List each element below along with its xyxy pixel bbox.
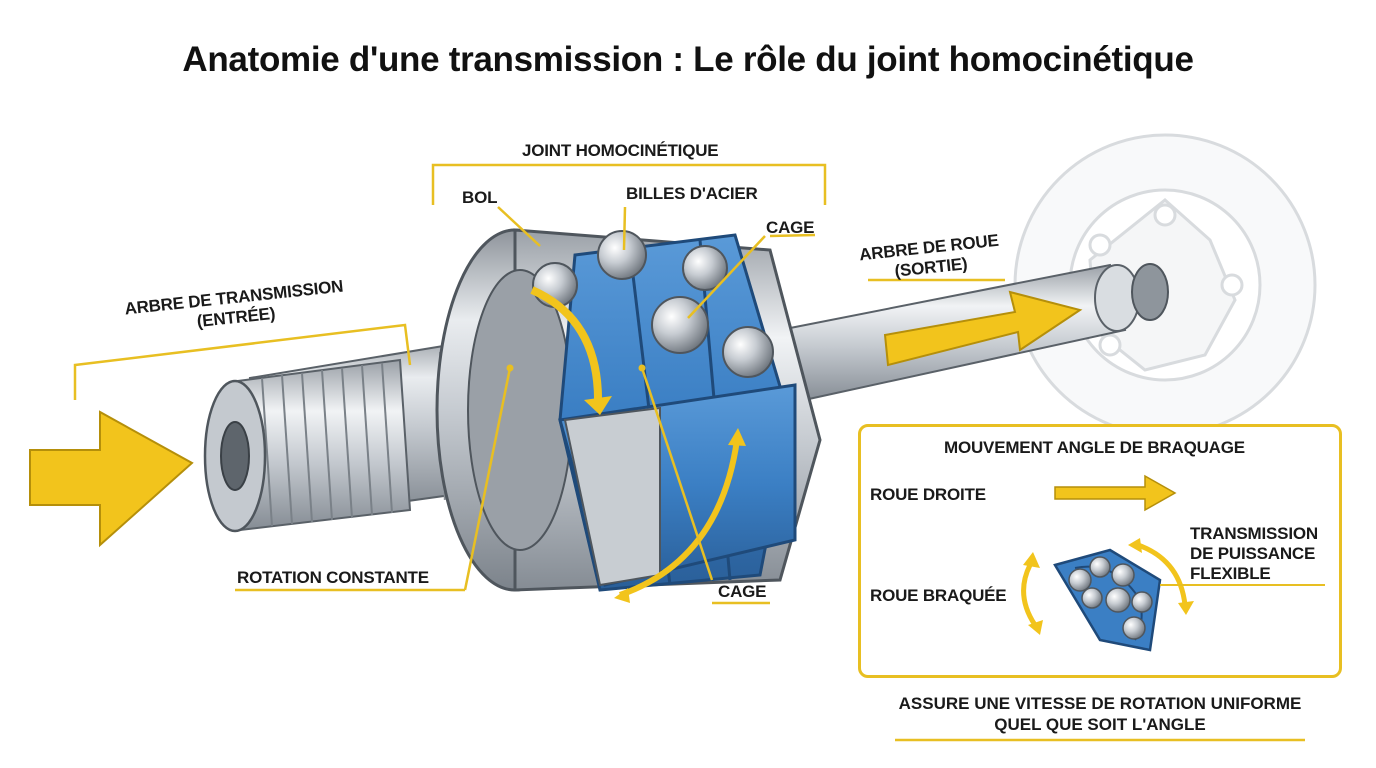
inset-cage-icon [1055, 550, 1160, 650]
footer-line1: ASSURE UNE VITESSE DE ROTATION UNIFORME [880, 693, 1320, 714]
flexible-power-line2: DE PUISSANCE [1190, 544, 1318, 564]
steering-arrow-left-icon [1024, 565, 1035, 625]
flexible-power-line3: FLEXIBLE [1190, 564, 1318, 584]
straight-wheel-label: ROUE DROITE [870, 485, 986, 505]
steered-wheel-label: ROUE BRAQUÉE [870, 586, 1006, 606]
inset-heading: MOUVEMENT ANGLE DE BRAQUAGE [944, 438, 1245, 458]
straight-arrow-icon [1055, 476, 1175, 510]
flexible-power-line1: TRANSMISSION [1190, 524, 1318, 544]
footer-caption: ASSURE UNE VITESSE DE ROTATION UNIFORME … [880, 693, 1320, 735]
footer-line2: QUEL QUE SOIT L'ANGLE [880, 714, 1320, 735]
flexible-power-label: TRANSMISSION DE PUISSANCE FLEXIBLE [1190, 524, 1318, 584]
